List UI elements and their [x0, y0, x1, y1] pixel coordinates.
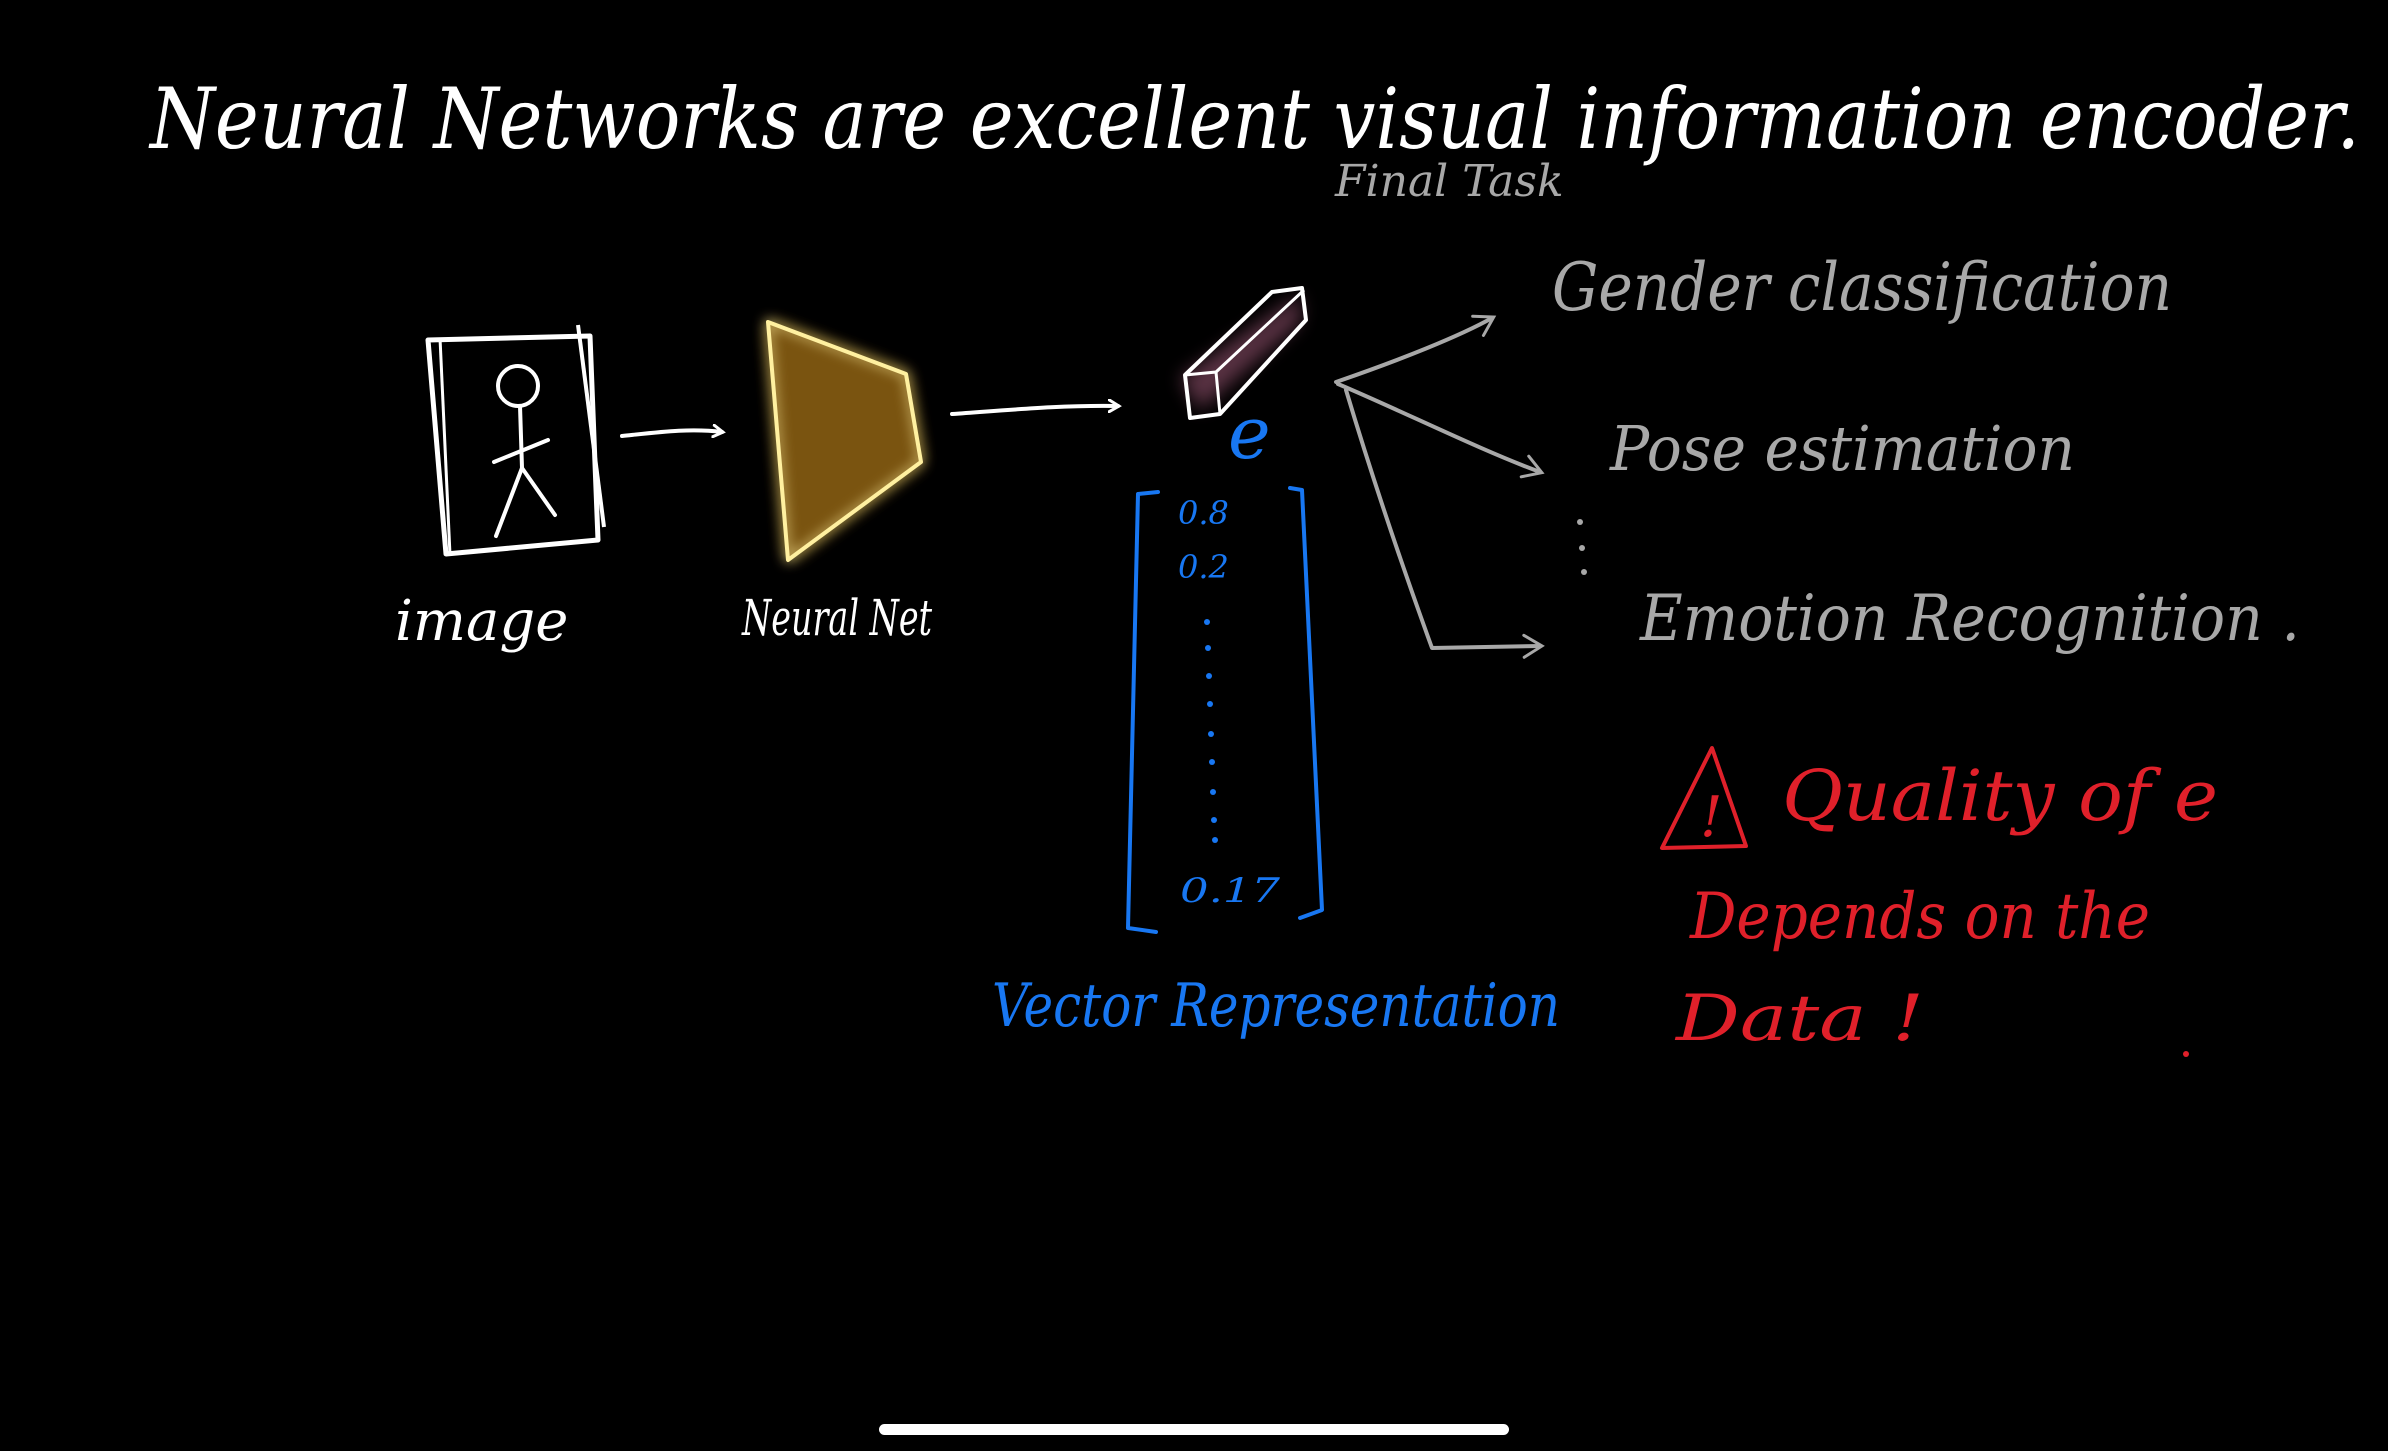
- task-emotion-recognition: Emotion Recognition .: [1639, 582, 2300, 656]
- final-task-label-text: Final Task: [1334, 156, 1564, 207]
- vector-ellipsis: [1204, 619, 1218, 843]
- branch-to-emotion: [1344, 388, 1545, 659]
- image-box: [425, 324, 606, 557]
- home-indicator-bar[interactable]: [879, 1424, 1509, 1435]
- final-task-label: Final Task: [1334, 156, 1564, 207]
- vector-value-2: 0.2: [1178, 548, 1229, 586]
- warning-line-2: Depends on the: [1689, 880, 2150, 954]
- page-title: Neural Networks are excellent visual inf…: [148, 70, 2360, 168]
- image-label: image: [395, 589, 568, 654]
- neural-net-shape: [766, 320, 923, 562]
- neural-net-label: Neural Net: [741, 589, 932, 647]
- warning-line-1: Quality of e: [1782, 755, 2218, 837]
- stick-figure-icon: [492, 364, 557, 538]
- vector-value-1: 0.8: [1178, 494, 1229, 532]
- warning-triangle-icon: [1660, 746, 1748, 850]
- embedding-prism: [1180, 286, 1308, 420]
- vector-bracket: [1126, 486, 1324, 934]
- red-dot: [2183, 1051, 2189, 1057]
- branch-to-gender: [1334, 314, 1497, 384]
- task-pose-estimation: Pose estimation: [1609, 412, 2075, 485]
- branch-to-pose: [1336, 382, 1545, 479]
- task-ellipsis: [1577, 519, 1587, 575]
- task-branches: [1334, 314, 1545, 659]
- arrow-net-to-embedding: [950, 406, 1118, 416]
- embedding-symbol: e: [1228, 391, 1271, 475]
- warning-exclamation: !: [1700, 785, 1723, 850]
- arrow-image-to-net: [620, 430, 722, 436]
- vector-representation-label: Vector Representation: [992, 971, 1560, 1041]
- warning-line-3: Data !: [1675, 982, 1924, 1056]
- vector-value-last: 0.17: [1180, 871, 1280, 911]
- task-gender-classification: Gender classification: [1552, 249, 2172, 326]
